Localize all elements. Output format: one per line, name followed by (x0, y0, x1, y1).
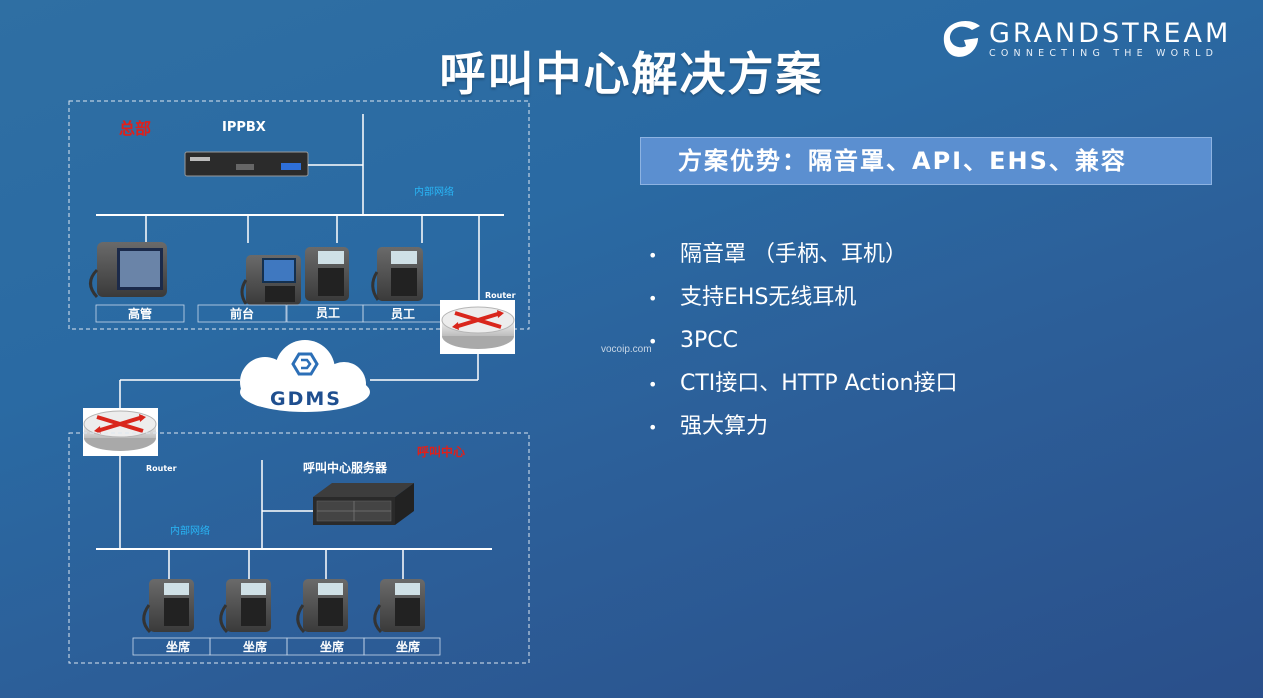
list-item-text: 支持EHS无线耳机 (680, 285, 857, 310)
ippbx-label: IPPBX (222, 120, 266, 135)
list-item-text: 隔音罩 （手柄、耳机） (680, 242, 907, 267)
grandstream-logo-icon (943, 21, 980, 57)
list-item-text: 强大算力 (680, 414, 769, 439)
page-title: 呼叫中心解决方案 (439, 47, 824, 101)
grandstream-logo: GRANDSTREAM CONNECTING THE WORLD (938, 14, 1248, 64)
ippbx-device (184, 151, 309, 177)
hq-router-icon (440, 300, 515, 354)
callcenter-network-label: 内部网络 (170, 524, 210, 537)
network-diagram: 总部 IPPBX 内部网络 (68, 100, 530, 664)
list-item-text: CTI接口、HTTP Action接口 (680, 371, 958, 396)
advantages-heading: 方案优势：隔音罩、API、EHS、兼容 (640, 137, 1212, 185)
callcenter-zone (68, 432, 530, 664)
server-label: 呼叫中心服务器 (303, 460, 388, 475)
agent-phone (373, 579, 425, 634)
agent-phone (219, 579, 271, 634)
agent-station-label: 坐席 (320, 639, 344, 654)
agent-phone (296, 579, 348, 634)
gdms-cloud-icon (240, 340, 370, 412)
staff-phone (371, 247, 423, 301)
callcenter-server-icon (313, 483, 414, 525)
callcenter-label: 呼叫中心 (417, 444, 465, 459)
hq-station-label: 员工 (391, 307, 415, 321)
hq-station-label: 高管 (128, 306, 152, 321)
advantages-list: •隔音罩 （手柄、耳机） •支持EHS无线耳机 •3PCC •CTI接口、HTT… (648, 233, 957, 448)
list-item: •3PCC (648, 328, 738, 353)
executive-phone (89, 242, 167, 299)
hq-zone (68, 100, 530, 330)
logo-tagline: CONNECTING THE WORLD (989, 48, 1219, 59)
hq-network-label: 内部网络 (414, 185, 454, 198)
agent-station-label: 坐席 (243, 639, 267, 654)
hq-label: 总部 (119, 119, 151, 138)
hq-router-label: Router (485, 291, 516, 300)
agent-station-label: 坐席 (396, 639, 420, 654)
callcenter-router-label: Router (146, 464, 177, 473)
reception-phone (240, 255, 301, 305)
agent-station-label: 坐席 (166, 639, 190, 654)
hq-station-label: 员工 (316, 306, 340, 320)
list-item: •支持EHS无线耳机 (648, 285, 857, 310)
logo-name: GRANDSTREAM (989, 18, 1232, 49)
callcenter-router-icon (83, 408, 158, 456)
gdms-label: GDMS (270, 388, 342, 410)
list-item: •隔音罩 （手柄、耳机） (648, 242, 907, 267)
hq-station-label: 前台 (230, 306, 254, 321)
list-item: •强大算力 (648, 414, 769, 439)
list-item-text: 3PCC (680, 328, 738, 353)
staff-phone (305, 247, 349, 301)
list-item: •CTI接口、HTTP Action接口 (648, 371, 958, 396)
watermark: vocoip.com (601, 344, 652, 355)
agent-phone (142, 579, 194, 634)
